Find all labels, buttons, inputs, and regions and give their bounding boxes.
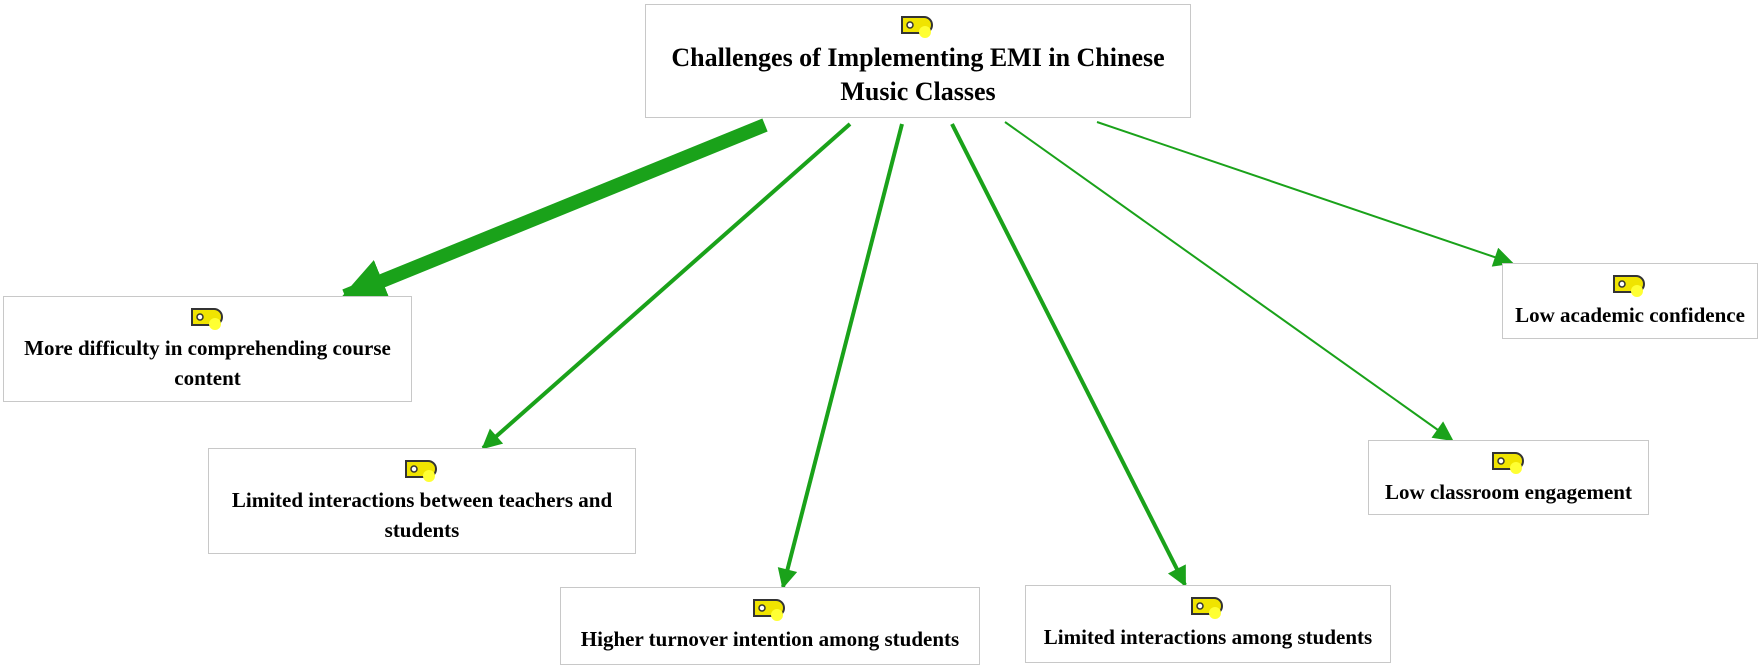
node-label: Limited interactions between teachers an… [231,488,613,542]
edge-to-student-interactions [950,123,1187,587]
edge-to-turnover [777,123,904,589]
node-confidence[interactable]: Low academic confidence [1502,263,1758,339]
edge-to-comprehension [340,118,768,303]
node-label: More difficulty in comprehending course … [24,336,391,390]
code-tag-icon [405,460,437,482]
code-tag-icon [190,308,223,330]
node-turnover[interactable]: Higher turnover intention among students [560,587,980,665]
edge-to-teacher-interactions [481,122,852,450]
node-teacher-interactions[interactable]: Limited interactions between teachers an… [208,448,636,554]
node-label: Limited interactions among students [1043,625,1373,649]
code-tag-icon [1491,452,1524,474]
node-label: Low academic confidence [1515,303,1745,327]
node-label: Higher turnover intention among students [580,627,960,651]
code-tag-icon [1613,275,1645,297]
root-label: Challenges of Implementing EMI in Chines… [671,43,1165,106]
code-tag-icon [901,16,933,38]
root-node[interactable]: Challenges of Implementing EMI in Chines… [645,4,1191,118]
node-student-interactions[interactable]: Limited interactions among students [1025,585,1391,663]
node-engagement[interactable]: Low classroom engagement [1368,440,1649,515]
code-tag-icon [1191,597,1223,619]
edge-to-confidence [1096,121,1514,267]
node-comprehension[interactable]: More difficulty in comprehending course … [3,296,412,402]
edge-to-engagement [1004,121,1454,442]
code-tag-icon [753,599,785,621]
node-label: Low classroom engagement [1385,480,1632,504]
